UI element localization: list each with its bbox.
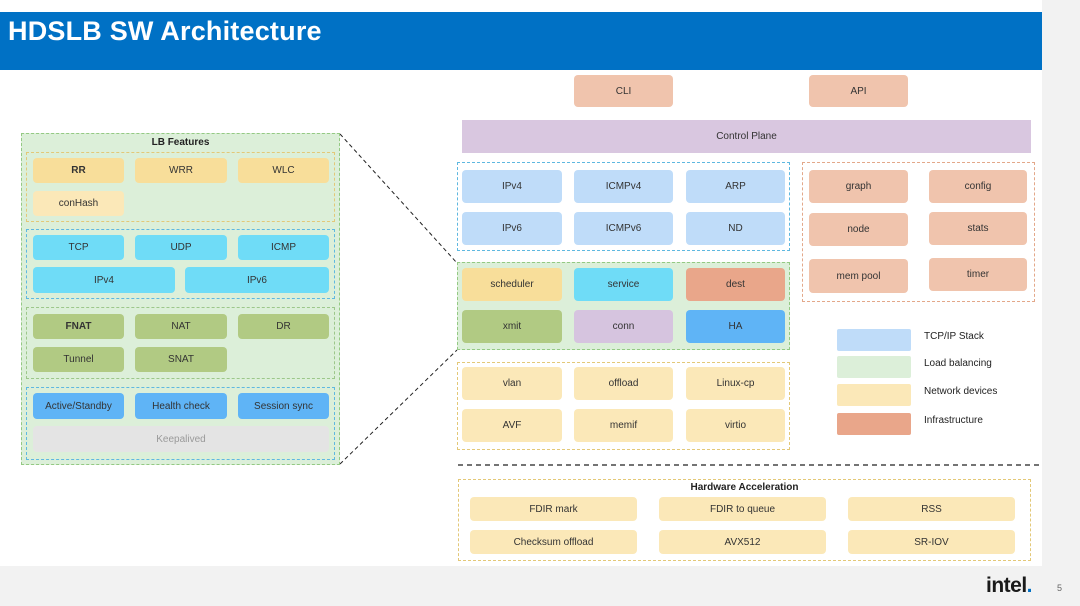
vlan-box: vlan: [462, 367, 562, 400]
modes-group: [26, 307, 335, 379]
legend-swatch-infra: [837, 413, 911, 435]
protocols-group: [26, 229, 335, 299]
api-box: API: [809, 75, 908, 107]
virtio-box: virtio: [686, 409, 785, 442]
legend-label-lb: Load balancing: [924, 358, 992, 369]
infra-group: [802, 162, 1035, 302]
conn-box: conn: [574, 310, 673, 343]
linux-cp-box: Linux-cp: [686, 367, 785, 400]
tcp-box: TCP: [33, 235, 124, 260]
rss-box: RSS: [848, 497, 1015, 521]
scheduler-box: scheduler: [462, 268, 562, 301]
service-box: service: [574, 268, 673, 301]
lb-features-title: LB Features: [151, 137, 210, 148]
active-standby-box: Active/Standby: [33, 393, 124, 419]
slide-title: HDSLB SW Architecture: [8, 16, 322, 46]
arp-box: ARP: [686, 170, 785, 203]
mem-pool-box: mem pool: [809, 259, 908, 293]
wlc-box: WLC: [238, 158, 329, 183]
page-number: 5: [1057, 583, 1063, 593]
fnat-box: FNAT: [33, 314, 124, 339]
ha-module-box: HA: [686, 310, 785, 343]
legend-swatch-lb: [837, 356, 911, 378]
config-box: config: [929, 170, 1027, 203]
legend-swatch-netdev: [837, 384, 911, 406]
ipv6-box: IPv6: [462, 212, 562, 245]
dr-box: DR: [238, 314, 329, 339]
keepalived-box: Keepalived: [33, 426, 329, 452]
legend-label-infra: Infrastructure: [924, 415, 983, 426]
graph-box: graph: [809, 170, 908, 203]
memif-box: memif: [574, 409, 673, 442]
timer-box: timer: [929, 258, 1027, 291]
session-sync-box: Session sync: [238, 393, 329, 419]
avf-box: AVF: [462, 409, 562, 442]
control-plane-box: Control Plane: [462, 120, 1031, 153]
icmpv4-box: ICMPv4: [574, 170, 673, 203]
net-devices-group: [457, 362, 790, 450]
ipv4-box: IPv4: [462, 170, 562, 203]
ha-group: [26, 387, 335, 460]
icmpv6-box: ICMPv6: [574, 212, 673, 245]
intel-logo: intel.: [986, 574, 1033, 597]
udp-box: UDP: [135, 235, 227, 260]
cli-box: CLI: [574, 75, 673, 107]
sr-iov-box: SR-IOV: [848, 530, 1015, 554]
right-margin-strip: [1042, 0, 1080, 606]
checksum-offload-box: Checksum offload: [470, 530, 637, 554]
footer-bar: [0, 566, 1042, 606]
tunnel-box: Tunnel: [33, 347, 124, 372]
hw-accel-title: Hardware Acceleration: [690, 482, 799, 493]
legend-label-tcpip: TCP/IP Stack: [924, 331, 984, 342]
lb-ipv6-box: IPv6: [185, 267, 329, 293]
legend-label-netdev: Network devices: [924, 386, 998, 397]
hw-accel-group: [458, 479, 1031, 561]
title-bar: [0, 12, 1042, 70]
fdir-queue-box: FDIR to queue: [659, 497, 826, 521]
avx512-box: AVX512: [659, 530, 826, 554]
algorithms-group: [26, 152, 335, 222]
nat-box: NAT: [135, 314, 227, 339]
nd-box: ND: [686, 212, 785, 245]
lb-ipv4-box: IPv4: [33, 267, 175, 293]
tcpip-group: [457, 162, 790, 251]
health-check-box: Health check: [135, 393, 227, 419]
offload-box: offload: [574, 367, 673, 400]
snat-box: SNAT: [135, 347, 227, 372]
wrr-box: WRR: [135, 158, 227, 183]
fdir-mark-box: FDIR mark: [470, 497, 637, 521]
xmit-box: xmit: [462, 310, 562, 343]
node-box: node: [809, 213, 908, 246]
conhash-box: conHash: [33, 191, 124, 216]
icmp-box: ICMP: [238, 235, 329, 260]
legend-swatch-tcpip: [837, 329, 911, 351]
rr-box: RR: [33, 158, 124, 183]
stats-box: stats: [929, 212, 1027, 245]
dest-box: dest: [686, 268, 785, 301]
